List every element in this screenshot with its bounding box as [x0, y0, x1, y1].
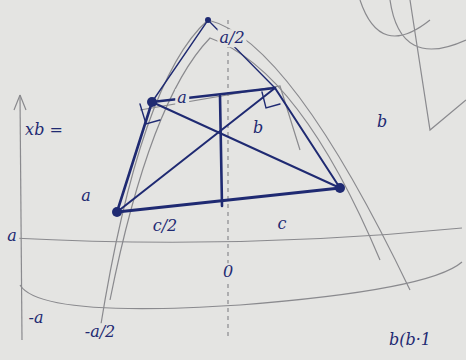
vertex-dot	[112, 207, 122, 217]
axis-arrow	[14, 95, 26, 110]
math-label: xb =	[23, 121, 65, 139]
vertex-dot	[147, 97, 157, 107]
math-label: 0	[221, 263, 235, 281]
vertex-dot	[335, 183, 345, 193]
right-angle-mark	[140, 104, 160, 124]
vertex-dot	[205, 17, 211, 23]
height-line	[220, 96, 222, 206]
horizontal-axis	[12, 228, 462, 242]
vertical-axis	[20, 95, 22, 340]
diagonal	[117, 88, 275, 212]
base-ellipse	[20, 262, 462, 309]
left-side	[117, 102, 152, 212]
base-side	[117, 188, 340, 212]
parabola	[100, 20, 410, 330]
math-label: a	[5, 227, 19, 245]
math-label: c	[276, 215, 289, 233]
diagonal	[152, 102, 340, 188]
math-label: c/2	[151, 217, 180, 235]
corner-sketch	[360, 0, 466, 130]
symmetry-axis	[227, 20, 228, 340]
math-label: b(b·1	[387, 331, 433, 349]
parabola-inner	[110, 38, 380, 300]
math-label: a/2	[217, 29, 246, 47]
ink-figure	[117, 20, 340, 212]
math-label: a	[175, 89, 189, 107]
math-label: b	[375, 113, 389, 131]
apex-lines	[152, 20, 275, 102]
pencil-lines	[12, 0, 466, 340]
top-side	[152, 88, 275, 102]
math-label: -a/2	[83, 323, 118, 341]
math-label: b	[251, 119, 265, 137]
math-label: a	[79, 187, 93, 205]
math-label: -a	[27, 309, 46, 327]
vertices	[112, 17, 345, 217]
right-angle-mark	[262, 92, 280, 108]
